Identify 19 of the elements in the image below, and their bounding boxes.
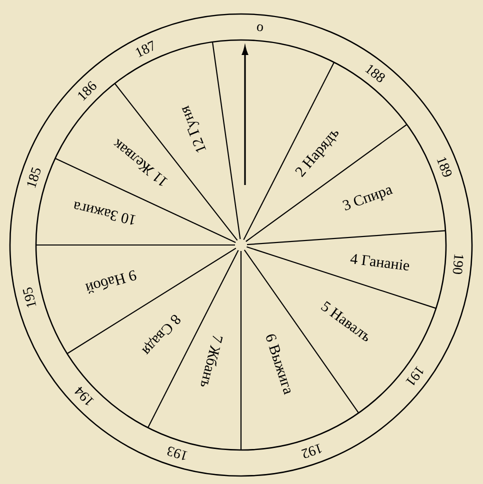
ring-number: 195 xyxy=(22,287,36,308)
ring-number: 188 xyxy=(365,65,385,82)
ring-number: 191 xyxy=(406,366,424,386)
ring-number: 187 xyxy=(136,40,153,58)
sector-label: 9 Набой xyxy=(85,270,136,294)
sector-label: 10 Зажига xyxy=(74,202,136,225)
ring-number: 193 xyxy=(167,446,188,460)
sector-label: 4 Гананіе xyxy=(350,254,410,270)
ring-number: 192 xyxy=(301,444,322,458)
sector-label: 3 Спира xyxy=(342,187,394,210)
ring-number: 186 xyxy=(78,81,96,101)
sector-label: 12 Гуня xyxy=(182,105,206,153)
ring-number: 189 xyxy=(436,157,452,177)
ring-number: 190 xyxy=(452,254,464,274)
ring-number: o xyxy=(257,24,263,32)
sector-label: 6 Выжига xyxy=(266,334,290,395)
ring-number: 185 xyxy=(27,167,41,188)
ring-number: 194 xyxy=(74,386,94,406)
sector-label: 7 Жбанъ xyxy=(200,336,223,386)
